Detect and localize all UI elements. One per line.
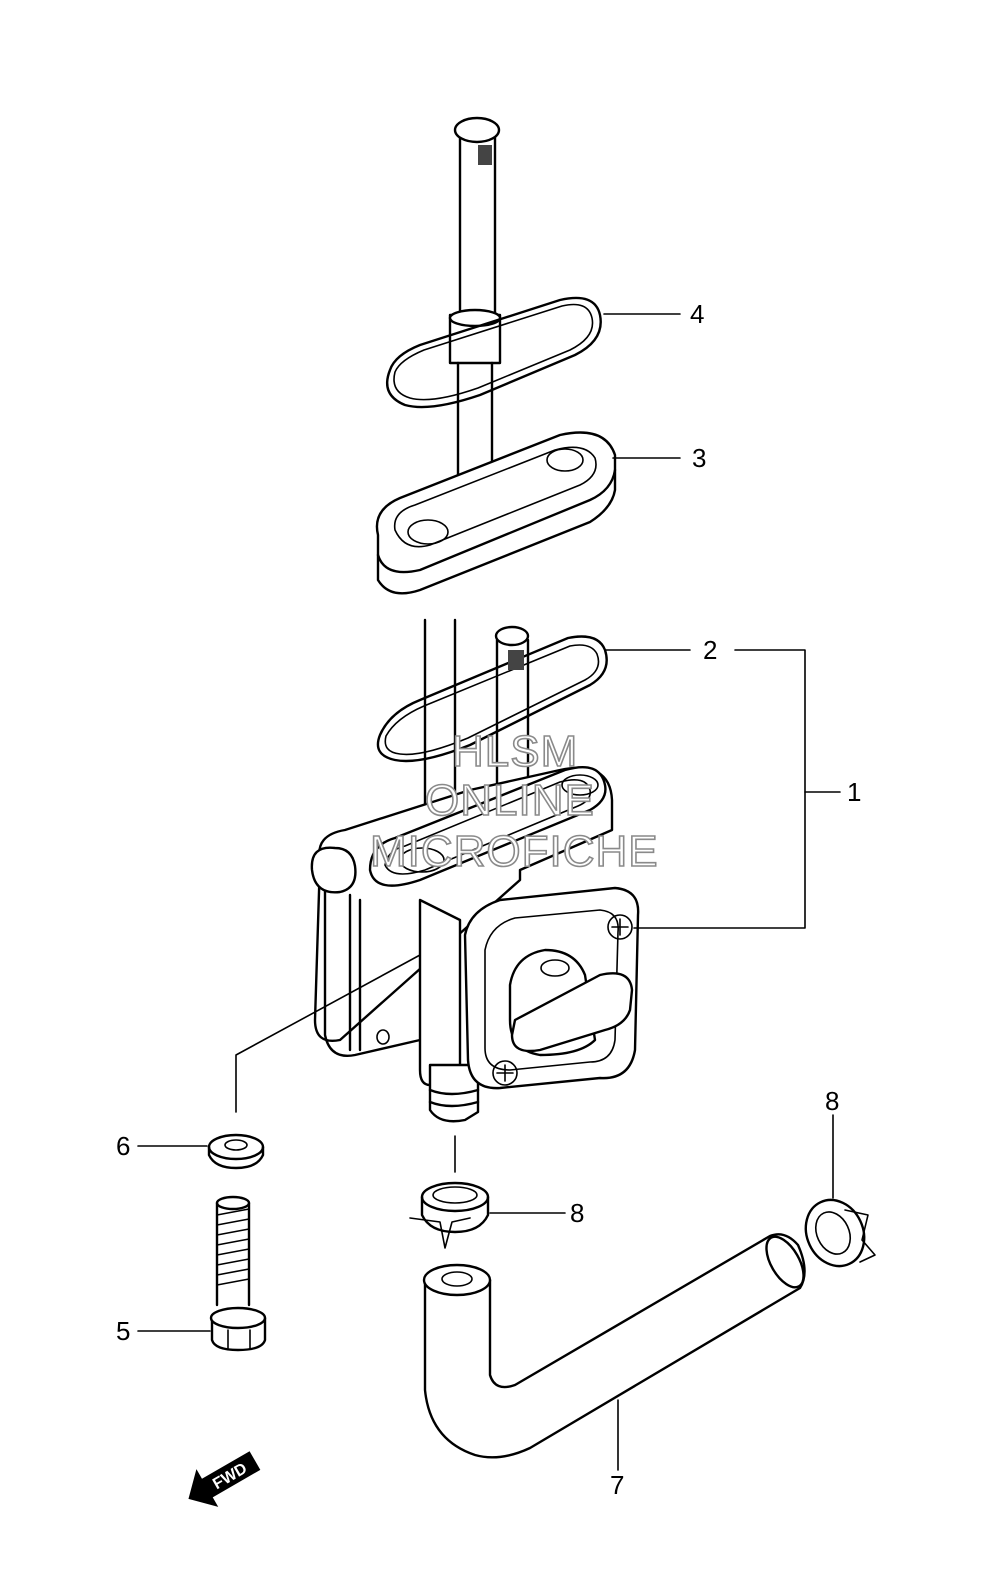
callout-8-right: 8	[825, 1086, 839, 1116]
watermark-line-3: MICROFICHE	[370, 827, 659, 876]
callout-2: 2	[703, 635, 717, 665]
watermark-line-1: HLSM	[452, 727, 578, 776]
fwd-arrow-icon: FWD	[188, 1451, 261, 1507]
bolt	[209, 1195, 267, 1352]
watermark: HLSM ONLINE MICROFICHE	[369, 726, 659, 877]
watermark-line-2: ONLINE	[425, 776, 595, 825]
callout-6: 6	[116, 1131, 130, 1161]
upper-strainer-pipe	[448, 116, 502, 517]
hose-clamp-middle	[409, 1181, 490, 1249]
callout-5: 5	[116, 1316, 130, 1346]
washer	[207, 1133, 265, 1170]
callout-8-middle: 8	[570, 1198, 584, 1228]
leader-lines	[137, 313, 841, 1471]
plate-gasket	[375, 431, 617, 595]
fuel-hose	[422, 1233, 806, 1459]
callout-3: 3	[692, 443, 706, 473]
callout-1: 1	[847, 777, 861, 807]
o-ring-lower	[376, 635, 608, 763]
callout-labels: 4 3 2 1 6 5 8 8 7	[116, 299, 861, 1500]
lower-strainer-pipe	[423, 618, 530, 842]
hose-clamp-right	[804, 1198, 876, 1268]
callout-7: 7	[610, 1470, 624, 1500]
callout-4: 4	[690, 299, 704, 329]
o-ring-upper	[385, 296, 602, 409]
